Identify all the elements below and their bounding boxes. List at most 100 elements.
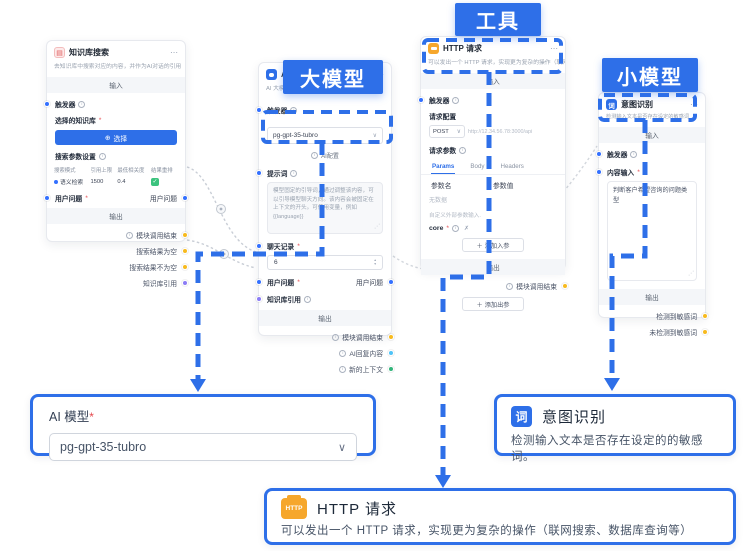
step-down-icon[interactable]: ▾ [374, 261, 376, 266]
badge-small-model: 小模型 [602, 58, 698, 92]
search-params-label: 搜索参数设置 [55, 154, 96, 161]
tab-body[interactable]: Body [470, 163, 485, 170]
resize-handle-icon[interactable]: ⋰ [688, 270, 694, 277]
output-port[interactable] [702, 313, 708, 319]
question-in-label: 用户问题 [267, 280, 295, 287]
cell-search-mode: 语义检索 [54, 175, 90, 188]
question-in-port[interactable] [256, 279, 262, 285]
ai-model-select[interactable]: pg-gpt-35-tubro ∨ [267, 127, 383, 144]
tab-params[interactable]: Params [431, 161, 456, 174]
cell-rerank[interactable]: ✓ [151, 175, 178, 188]
output-port[interactable] [388, 366, 394, 372]
trigger-port[interactable] [44, 101, 50, 107]
chevron-down-icon: ∨ [456, 129, 461, 135]
question-in-port[interactable] [44, 195, 50, 201]
history-input[interactable]: 6 ▴ ▾ [267, 255, 383, 270]
output-label: 模块调用结束 [516, 284, 557, 291]
resize-handle-icon[interactable]: ⋰ [374, 223, 380, 230]
quote-port[interactable] [256, 296, 262, 302]
param-value-header: 参数值 [493, 183, 514, 190]
node-http-request[interactable]: HTTP 请求 ⋯ 可以发出一个 HTTP 请求，实现更为复杂的操作（联网搜索、… [418, 36, 568, 311]
required-mark: * [89, 410, 94, 424]
info-icon: i [78, 100, 86, 108]
output-port[interactable] [562, 283, 568, 289]
plus-circle-icon: ⊕ [104, 134, 111, 142]
output-port[interactable] [388, 350, 394, 356]
delete-icon[interactable]: ✗ [464, 226, 470, 232]
request-params-row: 请求参数 i [421, 145, 565, 155]
url-input[interactable]: http://12.34.56.78:3000/api [468, 128, 533, 135]
output-port[interactable] [388, 334, 394, 340]
more-menu-icon[interactable]: ⋯ [170, 47, 178, 57]
select-dataset-button[interactable]: ⊕ 选择 [55, 130, 177, 145]
more-menu-icon[interactable]: ⋯ [690, 99, 698, 109]
add-output-param-button[interactable]: ＋ 添加出参 [462, 297, 524, 311]
radio-dot-icon [54, 180, 58, 185]
callout-http: HTTP HTTP 请求 可以发出一个 HTTP 请求，实现更为复杂的操作（联网… [264, 488, 736, 545]
required-mark: * [98, 116, 102, 124]
output-row: i 模块调用结束 [259, 332, 394, 342]
param-hint: 自定义外部参数输入. [429, 213, 481, 219]
prompt-text: 模型固定的引导词，通过调整该内容，可以引导模型聊天方向。该内容会被固定在上下文的… [273, 188, 374, 220]
badge-large-model: 大模型 [283, 60, 383, 94]
node-ai-chat[interactable]: AI 对话 ⋯ AI 大模型对话 触发器 i pg-gpt-35-tubro ∨… [256, 62, 394, 374]
output-section-header: 输出 [47, 208, 185, 224]
content-port[interactable] [596, 169, 602, 175]
col-rerank: 结果重排 [151, 168, 173, 174]
node-title: 意图识别 [621, 100, 653, 109]
question-out-port[interactable] [182, 195, 188, 201]
required-mark: * [85, 194, 88, 202]
history-value: 6 [274, 259, 278, 266]
output-port[interactable] [702, 329, 708, 335]
node-title: 知识库搜索 [69, 48, 109, 57]
question-out-label: 用户问题 [355, 280, 383, 287]
request-params-label: 请求参数 [429, 148, 457, 155]
node-intent-recognition[interactable]: 词 意图识别 ⋯ 检测输入文本是否存在设定的敏感词 输入 触发器 i 内容输入 … [596, 92, 708, 337]
node-subtitle: 可以发出一个 HTTP 请求，实现更为复杂的操作（联网搜索、数据库查询等） [428, 60, 565, 66]
question-row: 用户问题 * 用户问题 [256, 277, 394, 287]
method-select[interactable]: POST ∨ [429, 125, 465, 138]
output-port[interactable] [182, 264, 188, 270]
intent-desc: 检测输入文本是否存在设定的的敏感词。 [511, 435, 703, 463]
info-icon: i [290, 169, 298, 177]
info-icon: i [98, 152, 106, 160]
step-up-icon[interactable]: ▴ [374, 258, 376, 263]
prompt-port[interactable] [256, 170, 262, 176]
search-params-table: 搜索模式 引用上限 最低相关度 结果重排 语义检索 1500 0.4 ✓ [54, 165, 178, 188]
cell-min-score: 0.4 [117, 178, 126, 185]
output-port[interactable] [182, 280, 188, 286]
question-out-port[interactable] [388, 279, 394, 285]
content-textarea[interactable]: 判断客户希望咨询的问题类型 ⋰ [607, 181, 697, 281]
output-label: 检测到敏感词 [656, 314, 697, 321]
more-menu-icon[interactable]: ⋯ [550, 43, 558, 53]
checkbox-checked-icon[interactable]: ✓ [151, 177, 160, 186]
add-input-param-button[interactable]: ＋ 添加入参 [462, 238, 524, 252]
trigger-port[interactable] [596, 151, 602, 157]
trigger-row: 触发器 i [256, 105, 391, 115]
word-icon: 词 [606, 99, 617, 110]
trigger-label: 触发器 [607, 152, 628, 159]
tab-headers[interactable]: Headers [500, 163, 524, 170]
ai-config-link[interactable]: AI配置 [321, 154, 339, 160]
question-row: 用户问题 * 用户问题 [44, 193, 188, 203]
custom-param-row: core * i ✗ [421, 225, 565, 232]
history-port[interactable] [256, 243, 262, 249]
badge-tools: 工具 [455, 3, 541, 36]
param-columns: 参数名 参数值 [421, 180, 565, 190]
prompt-textarea[interactable]: 模型固定的引导词，通过调整该内容，可以引导模型聊天方向。该内容会被固定在上下文的… [267, 182, 383, 234]
ai-model-label: AI 模型 [49, 410, 90, 424]
node-knowledge-search[interactable]: ▤ 知识库搜索 ⋯ 去知识库中搜索对应的内容，并作为AI对话的引用 输入 触发器… [44, 40, 188, 288]
output-section-header: 输出 [599, 289, 705, 305]
output-port[interactable] [182, 248, 188, 254]
trigger-port[interactable] [418, 97, 424, 103]
ai-model-select-large[interactable]: pg-gpt-35-tubro ∨ [49, 433, 357, 461]
info-icon: i [339, 349, 347, 357]
chevron-down-icon: ∨ [337, 441, 346, 454]
input-section-header: 输入 [599, 127, 705, 143]
search-params-row: 搜索参数设置 i [47, 151, 185, 161]
trigger-port[interactable] [256, 107, 262, 113]
number-stepper[interactable]: ▴ ▾ [374, 258, 376, 266]
required-mark: * [637, 168, 640, 176]
callout-ai-model: AI 模型* pg-gpt-35-tubro ∨ [30, 394, 376, 461]
output-port[interactable] [182, 232, 188, 238]
